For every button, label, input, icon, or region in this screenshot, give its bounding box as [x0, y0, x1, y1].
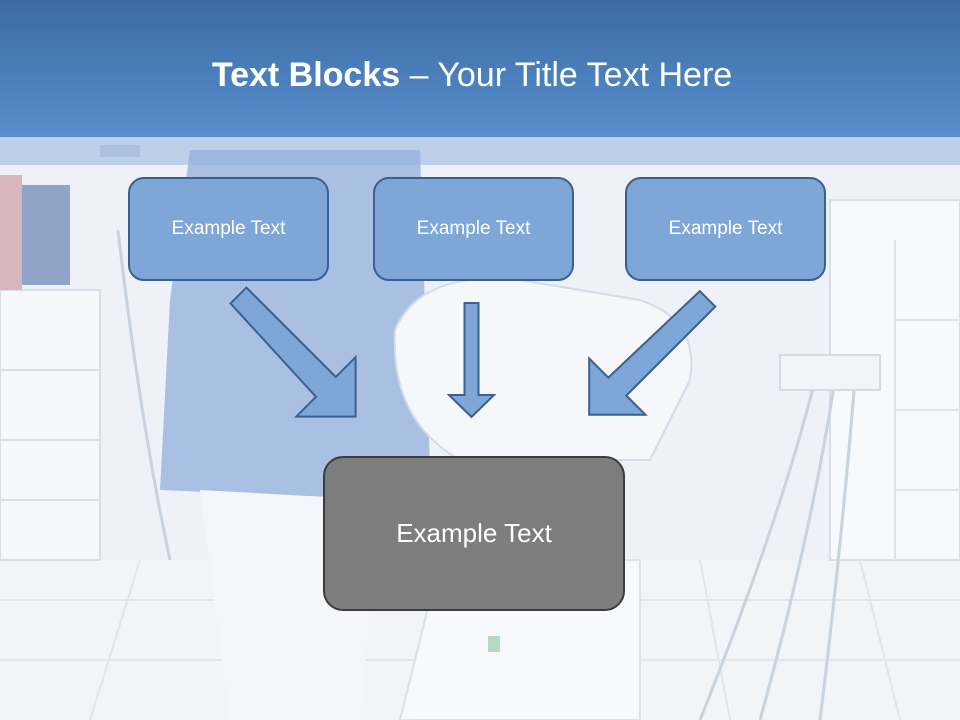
target-block: Example Text	[323, 456, 625, 611]
arrow-left	[229, 286, 357, 418]
slide-title: Text Blocks – Your Title Text Here	[0, 56, 944, 95]
text-block-left: Example Text	[128, 177, 329, 281]
text-block-right: Example Text	[625, 177, 826, 281]
arrow-right	[588, 289, 717, 416]
slide-title-rest: – Your Title Text Here	[400, 56, 733, 94]
arrow-center	[446, 302, 497, 419]
title-bar	[0, 0, 960, 137]
slide-title-bold: Text Blocks	[211, 56, 401, 94]
title-bar-strip	[0, 137, 960, 165]
text-block-center: Example Text	[373, 177, 574, 281]
